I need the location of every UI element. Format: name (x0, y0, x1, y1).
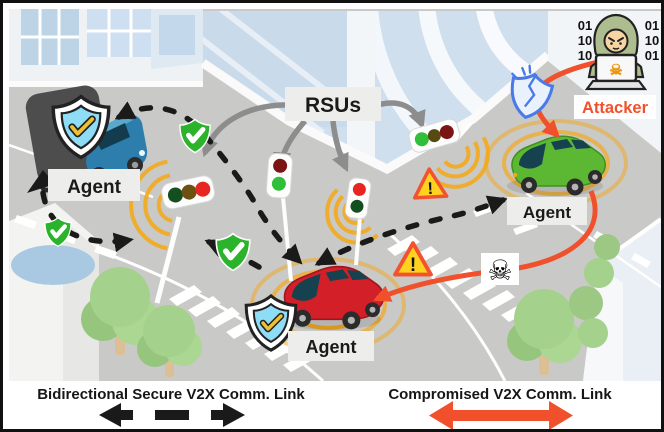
agent-label-truck: Agent (48, 169, 140, 201)
secure-link-truck-loop (40, 190, 134, 253)
binary-code-right: 01 10 01 (645, 18, 659, 63)
secure-shield-check-icon (179, 118, 211, 154)
pond (11, 245, 95, 285)
agent-label-text: Agent (67, 177, 122, 198)
attacker-label-text: Attacker (582, 99, 649, 117)
secure-shield-check-icon (44, 217, 72, 247)
laptop-skull-glyph: ☠ (609, 62, 622, 79)
warning-triangle-icon: ! (412, 167, 449, 200)
diagram-canvas: ☠ ! ! RSUs Agent Agent Agent (9, 9, 661, 429)
traffic-light-vertical-green (265, 153, 293, 199)
trees (81, 234, 620, 377)
attacker-label: Attacker (574, 95, 656, 119)
traffic-light-horizontal-green (408, 118, 461, 153)
agent-label-text: Agent (306, 337, 357, 357)
exclamation-glyph: ! (410, 255, 416, 276)
svg-text:10: 10 (645, 33, 659, 48)
warning-triangle-icon: ! (393, 241, 433, 277)
legend-compromised-label: Compromised V2X Comm. Link (388, 386, 612, 403)
rsus-label-text: RSUs (305, 94, 361, 117)
binary-code-left: 01 10 10 (578, 18, 592, 63)
skull-glyph: ☠ (487, 255, 512, 286)
secure-link-redcar-greencar (314, 195, 508, 266)
svg-text:10: 10 (578, 48, 592, 63)
protection-shield-icon (51, 94, 111, 160)
broken-shield-icon (504, 64, 556, 124)
hacker-icon: ☠ (584, 13, 648, 91)
legend: Bidirectional Secure V2X Comm. Link Comp… (37, 386, 612, 429)
agent-label-text: Agent (523, 203, 572, 222)
svg-text:01: 01 (645, 18, 659, 33)
exclamation-glyph: ! (427, 179, 434, 198)
building-top-left (9, 9, 203, 87)
skull-crossbones-icon: ☠ (481, 253, 519, 286)
agent-label-green-car: Agent (507, 197, 587, 225)
protection-shield-icon (244, 294, 298, 352)
svg-text:01: 01 (578, 18, 592, 33)
rsu-arrow (330, 120, 349, 173)
rsus-label: RSUs (285, 87, 381, 121)
red-car-agent (279, 265, 385, 330)
svg-text:01: 01 (645, 48, 659, 63)
legend-compromised-arrow (429, 401, 573, 429)
secure-link-arrowhead (27, 170, 55, 193)
secure-link-truck-redcar (114, 101, 303, 265)
shield-icons (44, 64, 556, 352)
green-car-agent (507, 135, 606, 196)
legend-secure-label: Bidirectional Secure V2X Comm. Link (37, 386, 305, 403)
legend-secure-arrow (99, 403, 245, 427)
agent-label-red-car: Agent (288, 331, 374, 361)
attacker-figure: 01 10 10 01 10 01 ☠ A (574, 13, 659, 119)
secure-shield-check-icon (215, 232, 251, 272)
svg-text:10: 10 (578, 33, 592, 48)
